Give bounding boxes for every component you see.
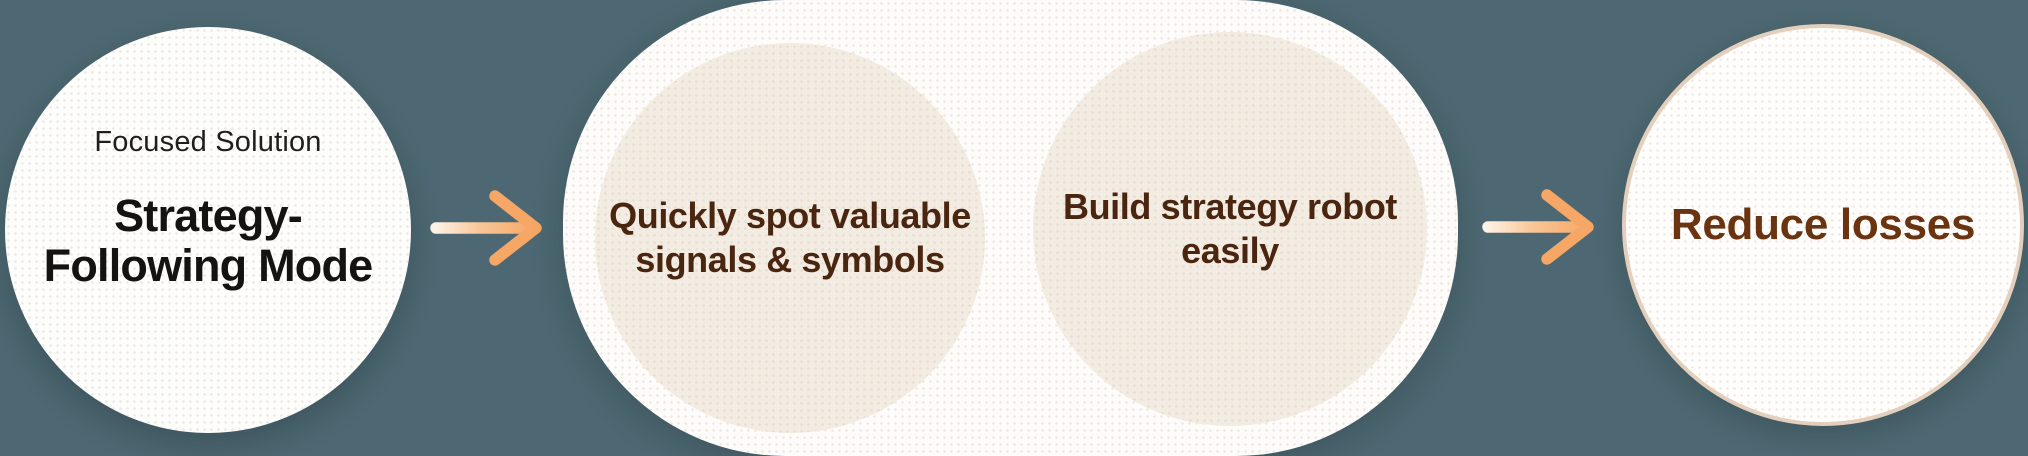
capabilities-panel: Quickly spot valuable signals & symbols … xyxy=(563,0,1458,456)
focused-solution-content: Focused Solution Strategy- Following Mod… xyxy=(43,125,374,291)
title-line-1: Strategy- xyxy=(114,190,303,242)
capability-bubble-signals: Quickly spot valuable signals & symbols xyxy=(595,43,985,433)
bubble-line: signals & symbols xyxy=(635,239,945,280)
bubble-line: easily xyxy=(1181,230,1279,271)
reduce-losses-label: Reduce losses xyxy=(1670,200,1976,249)
capability-bubble-robot: Build strategy robot easily xyxy=(1033,32,1427,426)
bubble-line: Build strategy robot xyxy=(1062,186,1398,228)
focused-solution-circle: Focused Solution Strategy- Following Mod… xyxy=(5,27,411,433)
arrow-right-icon xyxy=(1482,189,1594,265)
title-line-2: Following Mode xyxy=(43,239,374,291)
arrow-right-icon xyxy=(430,190,542,266)
reduce-losses-circle: Reduce losses xyxy=(1622,24,2024,426)
focused-solution-eyebrow: Focused Solution xyxy=(94,125,322,158)
bubble-line: Quickly spot valuable xyxy=(609,195,971,237)
strategy-mode-title: Strategy- Following Mode xyxy=(43,190,374,291)
